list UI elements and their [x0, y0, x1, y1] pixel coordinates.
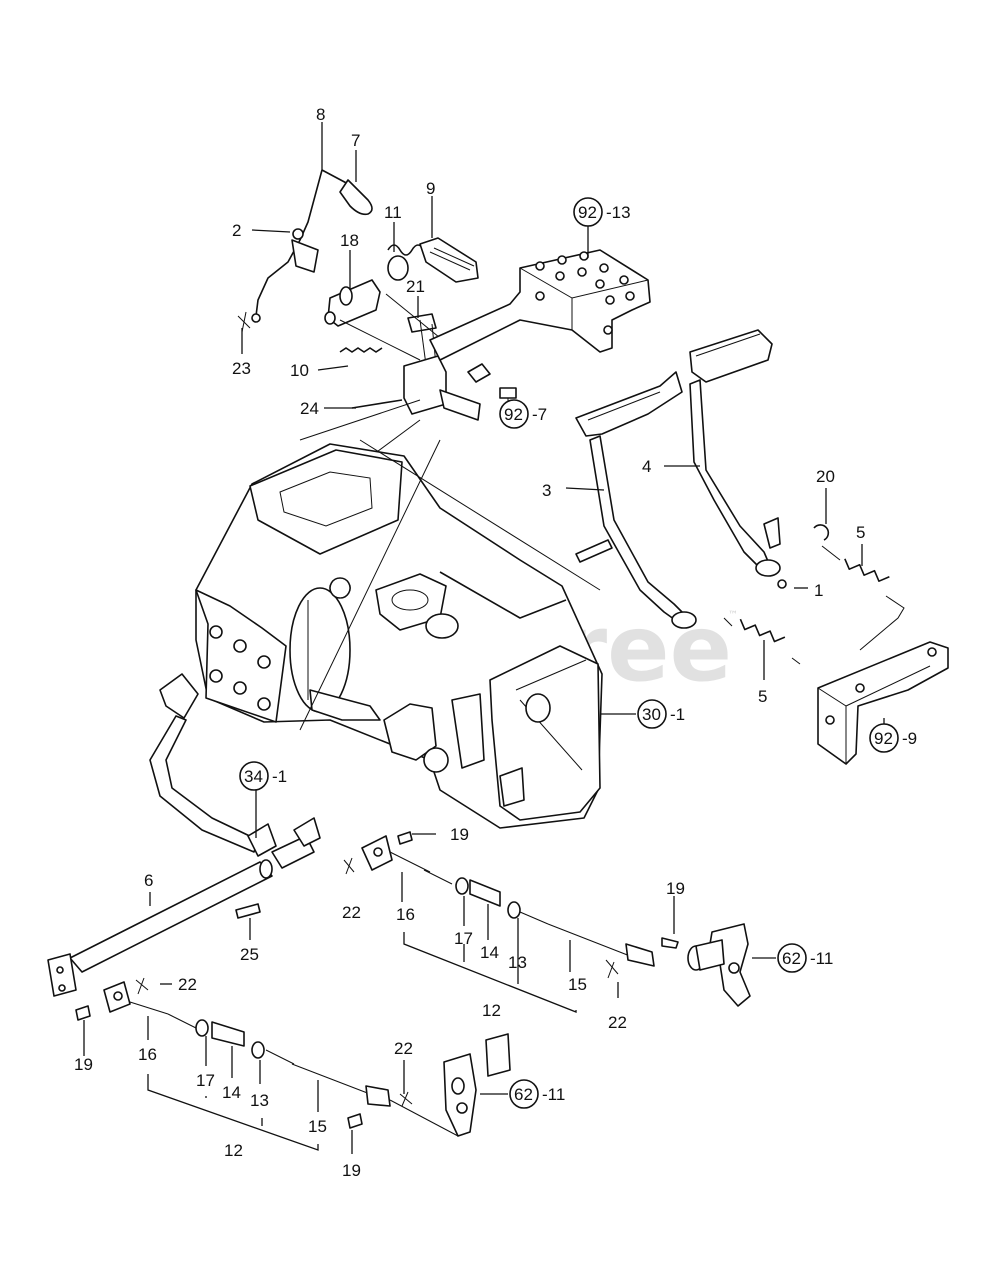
ref-34-1-number: 34 [244, 767, 263, 786]
brake-rod-upper [361, 835, 751, 1007]
spring-bracket [817, 641, 949, 765]
callout-1: 1 [814, 581, 823, 600]
pivot-bracket [403, 355, 447, 415]
callout-22-c: 22 [342, 903, 361, 922]
callout-4: 4 [642, 457, 651, 476]
callout-21: 21 [406, 277, 425, 296]
lever-bracket [327, 279, 381, 327]
callout-15-b: 15 [308, 1117, 327, 1136]
leader-lines [83, 122, 885, 1154]
ref-30-1-number: 30 [642, 705, 661, 724]
callout-12-b: 12 [224, 1141, 243, 1160]
callout-22-a: 22 [178, 975, 197, 994]
callout-14-b: 14 [222, 1083, 241, 1102]
lock-pedal-pad [419, 237, 479, 283]
ref-circle-92-9 [869, 723, 899, 753]
callout-7: 7 [351, 131, 360, 150]
callout-6: 6 [144, 871, 153, 890]
callout-labels: 8 7 2 9 11 18 21 23 10 24 92 -13 92 -7 3… [74, 105, 917, 1180]
ref-circle-92-7 [499, 399, 529, 429]
cross-shaft-assembly [47, 673, 321, 997]
callout-18: 18 [340, 231, 359, 250]
callout-19-c: 19 [74, 1055, 93, 1074]
ref-62-11-upper-suffix: -11 [810, 949, 833, 968]
lock-lever-rod [255, 169, 323, 317]
ref-92-7-number: 92 [504, 405, 523, 424]
callout-8: 8 [316, 105, 325, 124]
callout-24: 24 [300, 399, 319, 418]
bolt-19c [75, 1005, 91, 1021]
pedal-shaft-plate [429, 249, 651, 361]
ref-30-1-suffix: -1 [670, 705, 685, 724]
callout-16-a: 16 [396, 905, 415, 924]
callout-3: 3 [542, 481, 551, 500]
callout-17-a: 17 [454, 929, 473, 948]
callout-13-b: 13 [250, 1091, 269, 1110]
callout-19-d: 19 [342, 1161, 361, 1180]
lever-knob [339, 179, 373, 216]
ref-92-13-number: 92 [578, 203, 597, 222]
ref-circle-34-1 [239, 761, 269, 791]
callout-13-a: 13 [508, 953, 527, 972]
small-spring [339, 347, 383, 353]
callout-5-lower: 5 [758, 687, 767, 706]
callout-11: 11 [384, 203, 402, 222]
cross-shaft [69, 861, 273, 973]
callout-25: 25 [240, 945, 259, 964]
callout-20: 20 [816, 467, 835, 486]
pin-22c [343, 857, 355, 875]
watermark-trademark: ™ [728, 610, 738, 621]
bolt-19d [347, 1113, 363, 1129]
ref-circle-62-11-upper [777, 943, 807, 973]
ref-34-1-suffix: -1 [272, 767, 287, 786]
ref-62-11-lower-number: 62 [514, 1085, 533, 1104]
callout-15-a: 15 [568, 975, 587, 994]
callout-2: 2 [232, 221, 241, 240]
ref-92-7-suffix: -7 [532, 405, 547, 424]
lever-plate [291, 239, 319, 273]
bolt-19a [397, 831, 413, 845]
shaft-pedal-pad [159, 673, 199, 719]
pin-22a [135, 977, 149, 995]
callout-5-upper: 5 [856, 523, 865, 542]
return-spring-lower [739, 618, 786, 643]
ref-circle-30-1 [637, 699, 667, 729]
ref-circle-62-11-lower [509, 1079, 539, 1109]
callout-16-b: 16 [138, 1045, 157, 1064]
callout-10: 10 [290, 361, 309, 380]
transmission-case [195, 439, 603, 829]
pedal-4-arm [689, 379, 771, 571]
ref-92-13-suffix: -13 [606, 203, 631, 222]
brake-lock-lever-assembly [237, 169, 517, 461]
brake-rod-lower [103, 981, 511, 1137]
callout-22-b: 22 [608, 1013, 627, 1032]
callout-9: 9 [426, 179, 435, 198]
return-spring-upper [844, 558, 890, 582]
pedal-4-pad [689, 329, 773, 383]
ref-circle-92-13 [573, 197, 603, 227]
lever-nut [292, 228, 304, 240]
brake-pedals [575, 329, 905, 665]
callout-23: 23 [232, 359, 251, 378]
callout-14-a: 14 [480, 943, 499, 962]
ref-92-9-suffix: -9 [902, 729, 917, 748]
callout-19-b: 19 [666, 879, 685, 898]
callout-12-a: 12 [482, 1001, 501, 1020]
ref-92-9-number: 92 [874, 729, 893, 748]
callout-19-a: 19 [450, 825, 469, 844]
callout-22-d: 22 [394, 1039, 413, 1058]
ref-62-11-upper-number: 62 [782, 949, 801, 968]
callout-17-b: 17 [196, 1071, 215, 1090]
ref-62-11-lower-suffix: -11 [542, 1085, 565, 1104]
